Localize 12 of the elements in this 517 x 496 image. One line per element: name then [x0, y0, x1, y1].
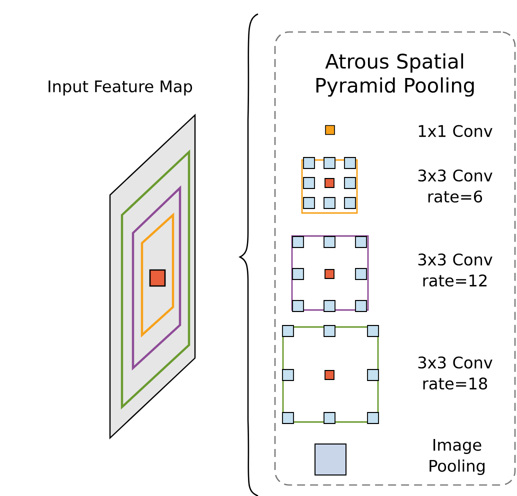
- kernel-label: 3x3 Conv rate=18: [418, 356, 492, 390]
- node-heading: Input Feature Map: [48, 80, 192, 96]
- kernel-label: Image Pooling: [430, 439, 484, 475]
- kernel-drawing: [291, 235, 369, 312]
- kernel-label: 3x3 Conv rate=6: [418, 169, 492, 203]
- image-pooling-box: [314, 444, 346, 476]
- kernel-drawing: [325, 125, 335, 135]
- kernel-label: 1x1 Conv: [418, 124, 492, 138]
- kernel-label: 3x3 Conv rate=12: [418, 253, 492, 287]
- box-title: Atrous Spatial Pyramid Pooling: [316, 53, 474, 97]
- kernel-drawing: [301, 157, 358, 214]
- kernel-drawing: [282, 325, 379, 424]
